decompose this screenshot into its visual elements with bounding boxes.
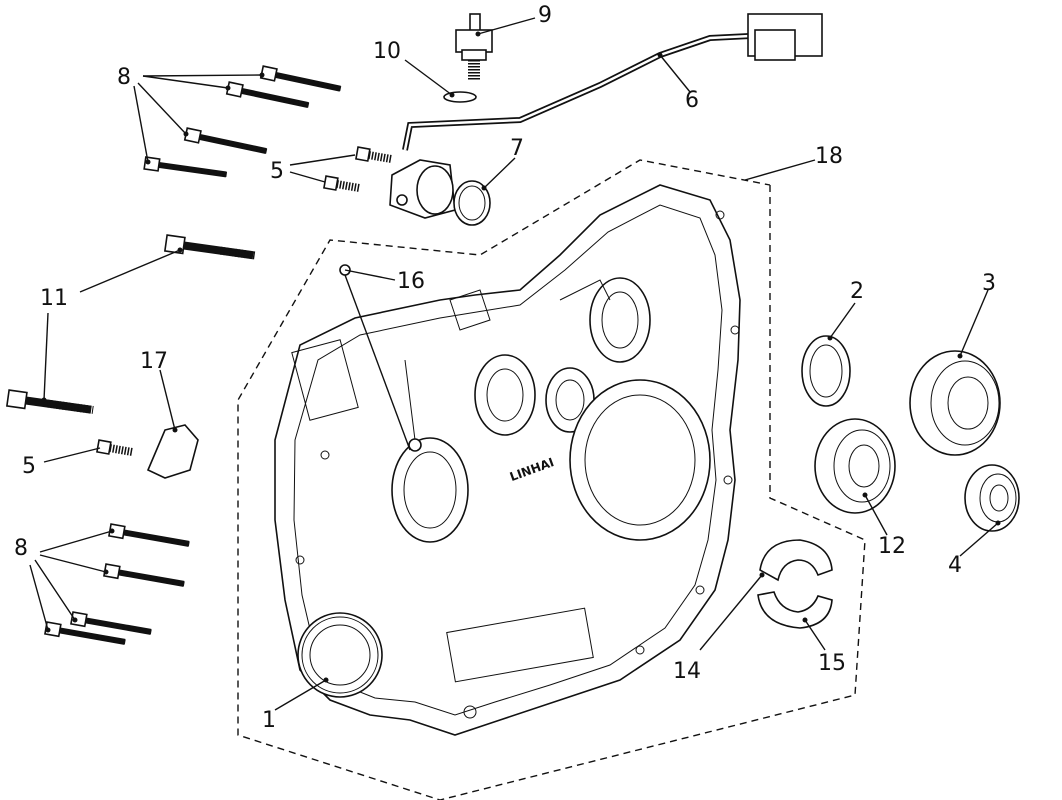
callout-15: 15 <box>818 651 846 676</box>
washer <box>443 91 477 103</box>
callout-9: 9 <box>538 3 552 28</box>
callout-8-lower: 8 <box>14 536 28 561</box>
bearing-large <box>909 350 1001 456</box>
bearing-shells <box>757 539 833 629</box>
bolt-group-lower <box>44 523 192 645</box>
oil-pressure-switch <box>455 13 493 80</box>
callout-17: 17 <box>140 349 168 374</box>
bearing-medium <box>814 418 896 514</box>
callout-7: 7 <box>510 136 524 161</box>
sensor-harness <box>389 13 823 219</box>
bracket <box>146 424 199 479</box>
callout-10: 10 <box>373 39 401 64</box>
callout-5-upper: 5 <box>270 159 284 184</box>
callout-18: 18 <box>815 144 843 169</box>
o-ring <box>453 180 491 226</box>
callout-labels: 8 5 9 10 6 7 18 16 11 17 5 8 2 3 12 4 14… <box>14 3 996 733</box>
crankcase-half: LINHAI <box>274 184 741 736</box>
callout-8-upper: 8 <box>117 65 131 90</box>
bolt-group-upper <box>143 65 343 178</box>
callout-16: 16 <box>397 269 425 294</box>
callout-3: 3 <box>982 271 996 296</box>
main-bushing <box>301 616 379 694</box>
leader-dots <box>41 31 1001 683</box>
bolt-11-parts <box>5 234 256 414</box>
callout-2: 2 <box>850 279 864 304</box>
callout-1: 1 <box>262 708 276 733</box>
oil-seal <box>801 335 851 407</box>
callout-12: 12 <box>878 534 906 559</box>
callout-11: 11 <box>40 286 68 311</box>
callout-6: 6 <box>685 88 699 113</box>
assembly-boundary <box>237 159 866 800</box>
leader-lines <box>29 17 999 711</box>
callout-4: 4 <box>948 553 962 578</box>
callout-5-lower: 5 <box>22 454 36 479</box>
callout-14: 14 <box>673 659 701 684</box>
bearing-small <box>964 464 1020 532</box>
